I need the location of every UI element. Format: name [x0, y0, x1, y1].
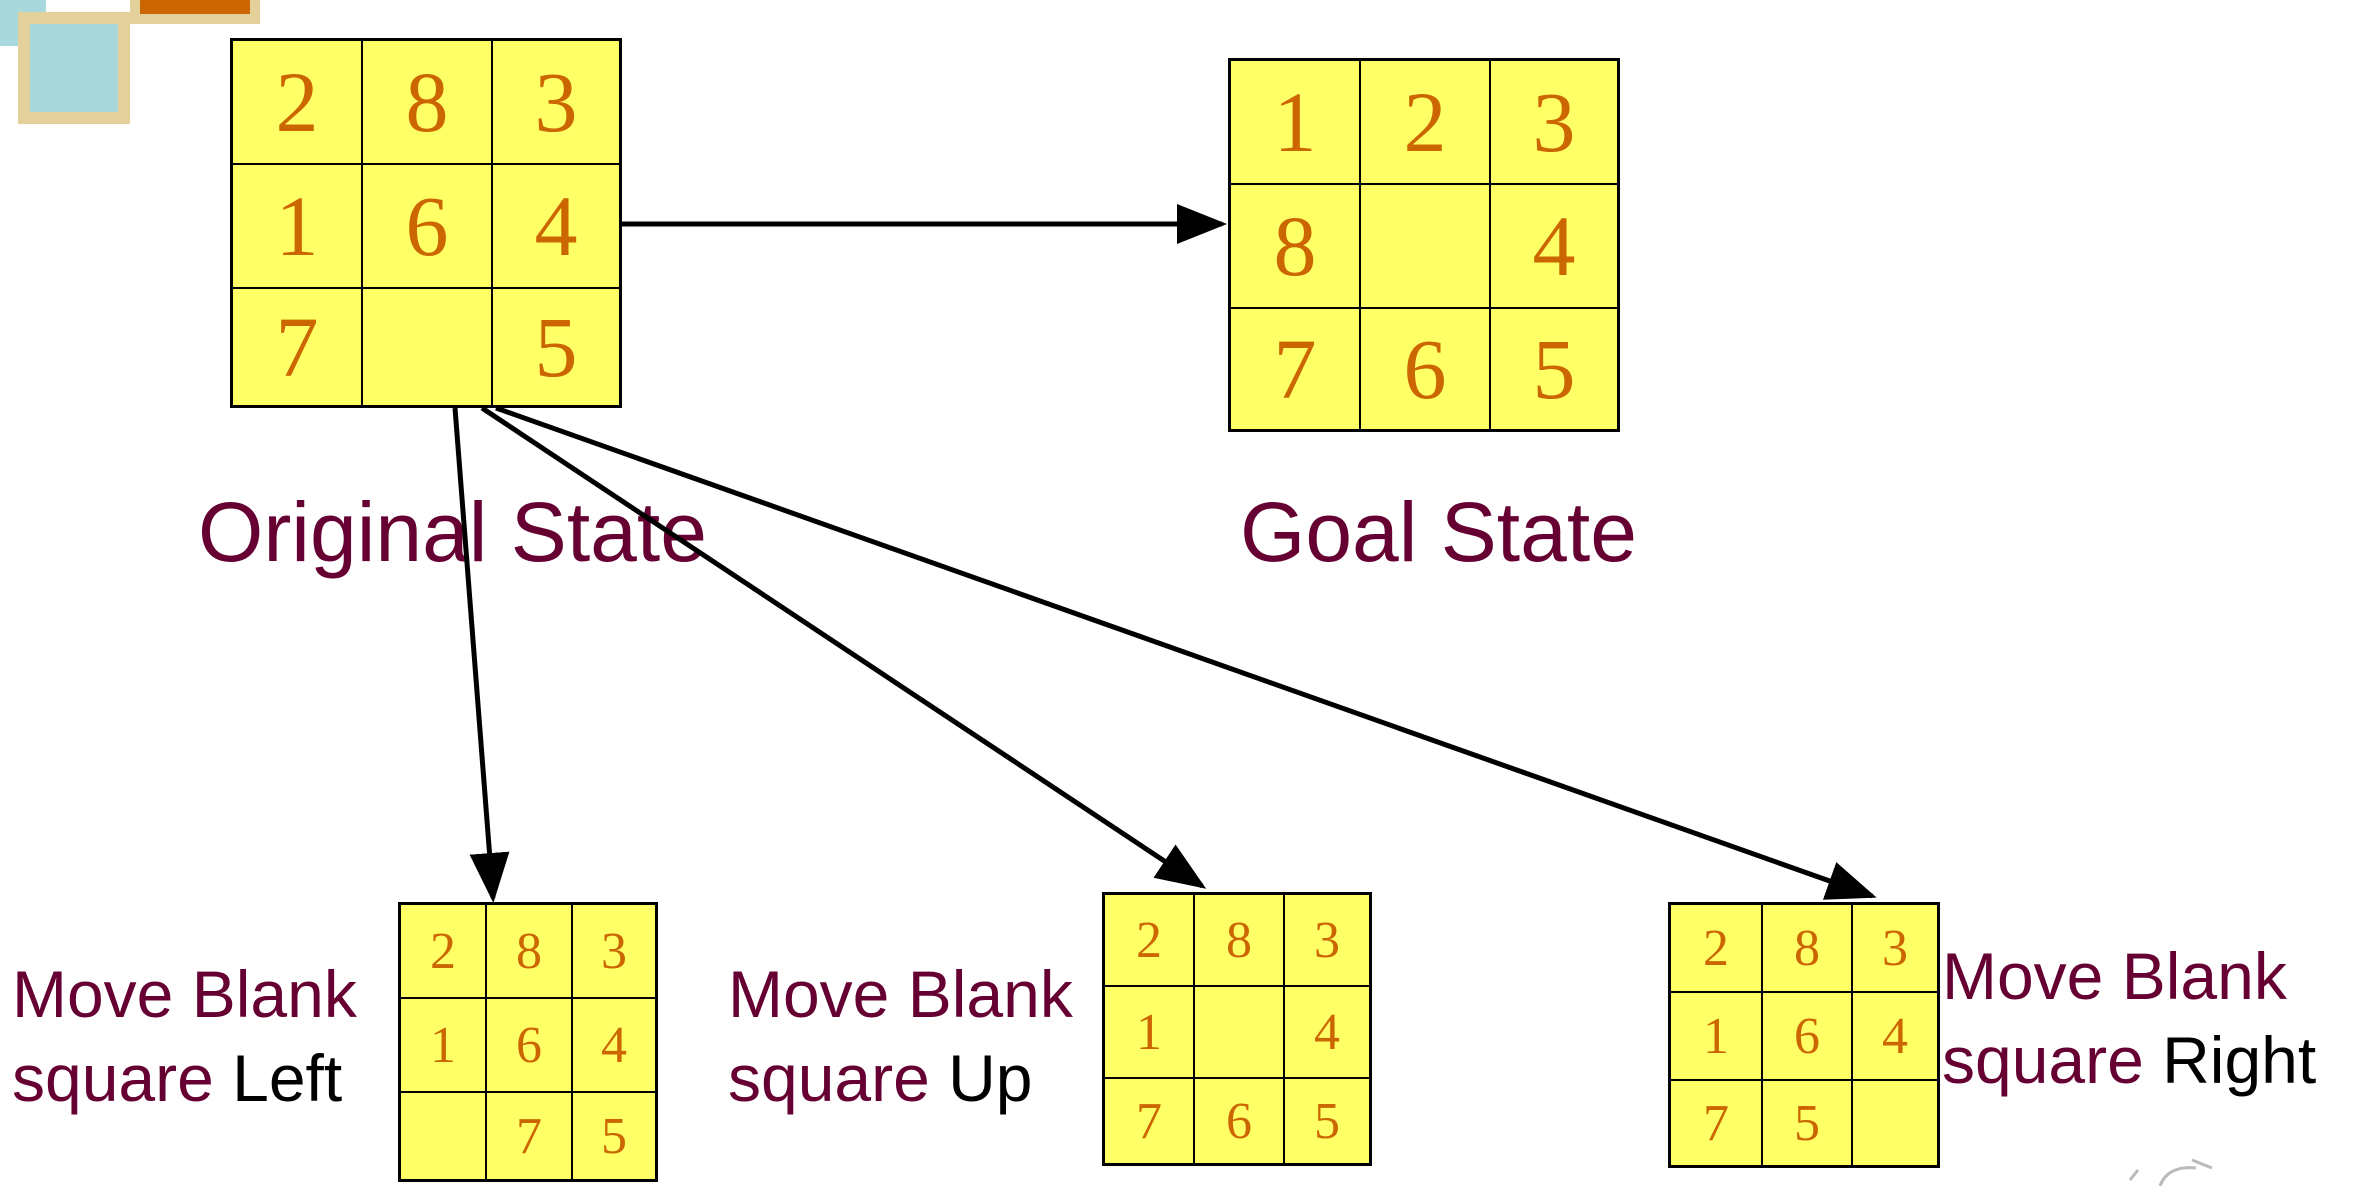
tile: 6: [1762, 992, 1852, 1080]
tile: 7: [486, 1092, 572, 1180]
tile: 1: [232, 164, 362, 288]
blank-tile: [400, 1092, 486, 1180]
tile: 5: [492, 288, 620, 406]
move-right-grid: 2 8 3 1 6 4 7 5: [1668, 902, 1940, 1168]
tile: 1: [1670, 992, 1762, 1080]
tile: 2: [1360, 60, 1490, 184]
tile: 4: [1852, 992, 1938, 1080]
tile: 5: [1490, 308, 1618, 430]
tile: 4: [1284, 986, 1370, 1078]
direction-word: Right: [2162, 1023, 2317, 1097]
move-right-caption: Move Blank square Right: [1942, 934, 2316, 1102]
move-up-caption: Move Blank square Up: [728, 952, 1073, 1120]
tile: 6: [486, 998, 572, 1092]
move-left-grid: 2 8 3 1 6 4 7 5: [398, 902, 658, 1182]
tile: 7: [1230, 308, 1360, 430]
tile: 3: [1284, 894, 1370, 986]
tile: 5: [1762, 1080, 1852, 1166]
goal-state-label: Goal State: [1240, 485, 1637, 579]
tile: 6: [1194, 1078, 1284, 1164]
tile: 4: [1490, 184, 1618, 308]
move-left-caption: Move Blank square Left: [12, 952, 357, 1120]
tile: 5: [572, 1092, 656, 1180]
tile: 1: [1104, 986, 1194, 1078]
direction-word: Up: [948, 1041, 1033, 1115]
tile: 6: [362, 164, 492, 288]
tile: 7: [1104, 1078, 1194, 1164]
caption-line1: Move Blank: [12, 957, 357, 1031]
tile: 3: [572, 904, 656, 998]
goal-state-grid: 1 2 3 8 4 7 6 5: [1228, 58, 1620, 432]
tile: 4: [492, 164, 620, 288]
tile: 8: [1230, 184, 1360, 308]
tile: 7: [1670, 1080, 1762, 1166]
tile: 1: [400, 998, 486, 1092]
original-state-grid: 2 8 3 1 6 4 7 5: [230, 38, 622, 408]
tile: 2: [400, 904, 486, 998]
tile: 8: [362, 40, 492, 164]
arrow-to-move-left: [452, 407, 510, 903]
tile: 7: [232, 288, 362, 406]
tile: 3: [492, 40, 620, 164]
tile: 1: [1230, 60, 1360, 184]
direction-word: Left: [232, 1041, 343, 1115]
blank-tile: [362, 288, 492, 406]
caption-prefix: square: [12, 1041, 233, 1115]
caption-line2: square Left: [12, 1036, 357, 1120]
arrow-to-move-right: [495, 405, 1877, 900]
caption-prefix: square: [1942, 1023, 2163, 1097]
tile: 3: [1852, 904, 1938, 992]
tile: 3: [1490, 60, 1618, 184]
tile: 8: [486, 904, 572, 998]
scribble-mark: [2128, 1158, 2213, 1186]
corner-decoration: [0, 0, 260, 130]
blank-tile: [1194, 986, 1284, 1078]
caption-line2: square Right: [1942, 1018, 2316, 1102]
caption-line1: Move Blank: [1942, 939, 2287, 1013]
tile: 8: [1194, 894, 1284, 986]
tile: 2: [232, 40, 362, 164]
caption-line1: Move Blank: [728, 957, 1073, 1031]
tile: 6: [1360, 308, 1490, 430]
tile: 2: [1104, 894, 1194, 986]
tile: 4: [572, 998, 656, 1092]
caption-prefix: square: [728, 1041, 949, 1115]
caption-line2: square Up: [728, 1036, 1073, 1120]
blank-tile: [1360, 184, 1490, 308]
arrow-to-move-up: [480, 405, 1207, 889]
tile: 2: [1670, 904, 1762, 992]
tile: 8: [1762, 904, 1852, 992]
blank-tile: [1852, 1080, 1938, 1166]
move-up-grid: 2 8 3 1 4 7 6 5: [1102, 892, 1372, 1166]
tile: 5: [1284, 1078, 1370, 1164]
